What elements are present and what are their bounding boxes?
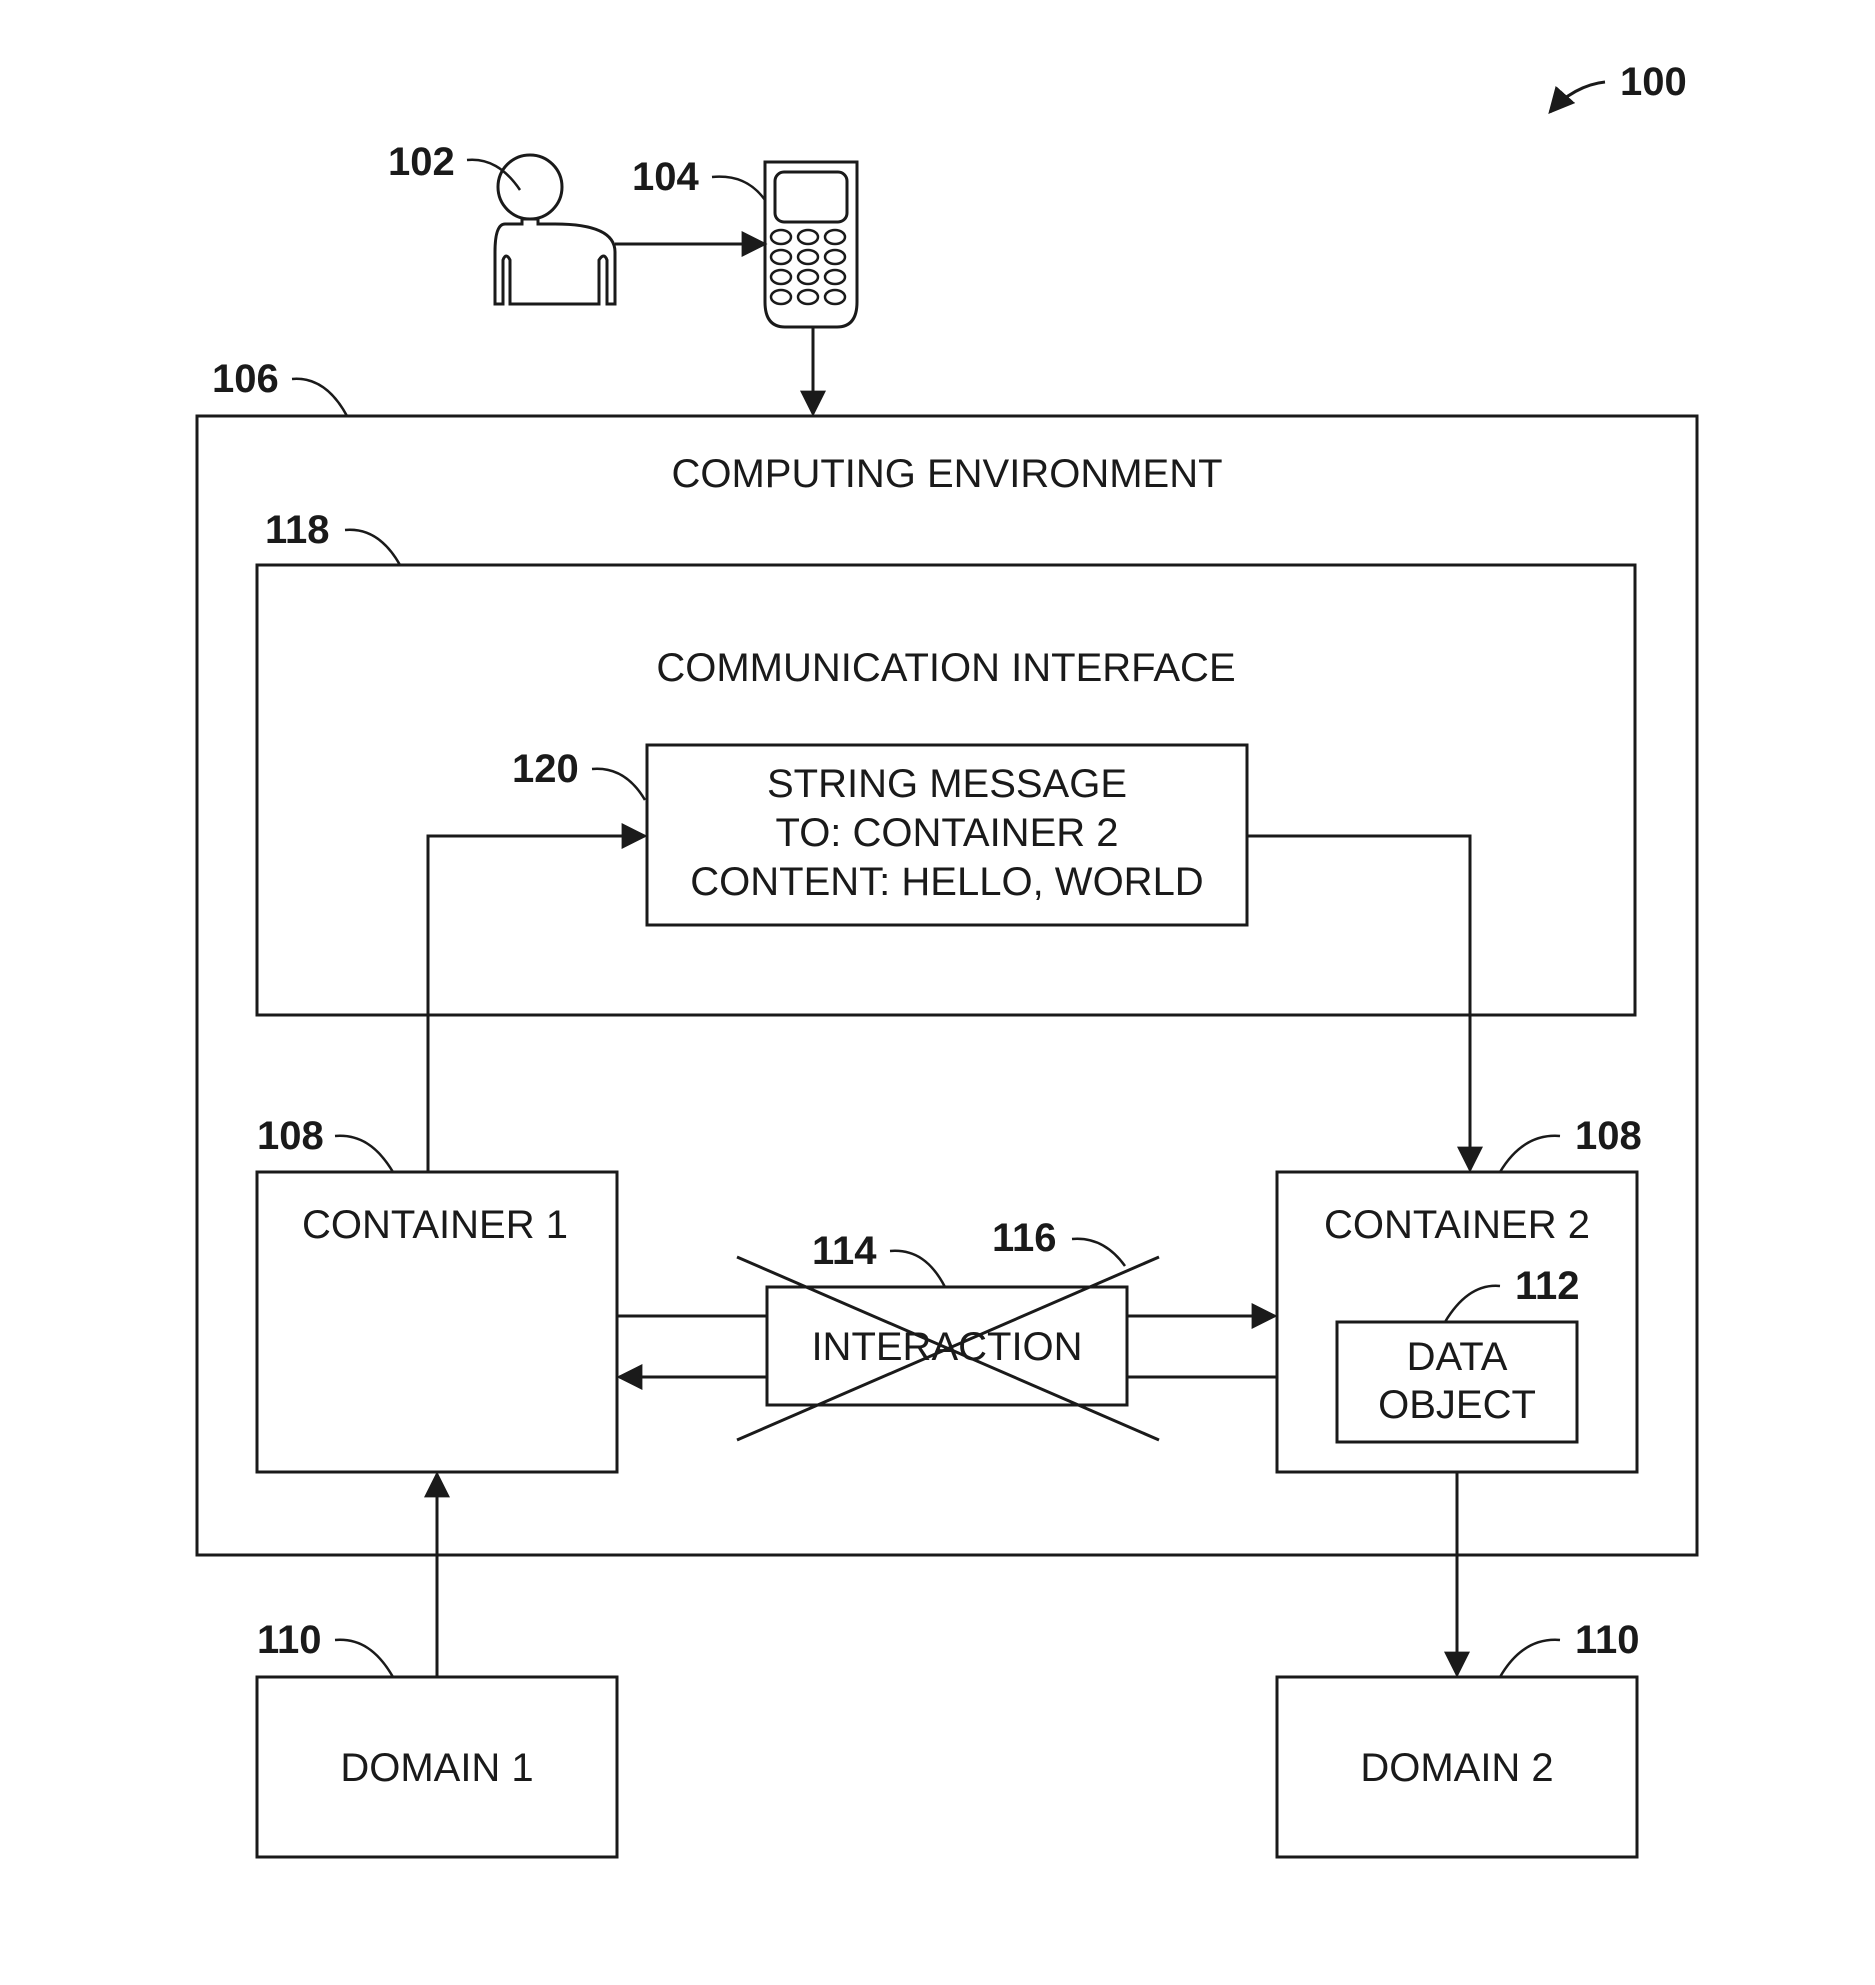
ref-110-right: 110 [1575, 1618, 1640, 1662]
data-object-line-2: OBJECT [1378, 1383, 1536, 1427]
computing-environment-label: COMPUTING ENVIRONMENT [671, 452, 1222, 496]
leader-110-left [335, 1640, 393, 1677]
leader-110-right [1500, 1640, 1560, 1677]
ref-100: 100 [1620, 60, 1687, 104]
container-2-label: CONTAINER 2 [1324, 1203, 1590, 1247]
ref-120: 120 [512, 747, 579, 791]
message-line-2: TO: CONTAINER 2 [775, 811, 1118, 855]
container-1-label: CONTAINER 1 [302, 1203, 568, 1247]
domain-1-label: DOMAIN 1 [340, 1746, 533, 1790]
leader-104 [712, 177, 765, 200]
leader-106 [292, 379, 347, 416]
communication-interface-label: COMMUNICATION INTERFACE [656, 646, 1235, 690]
leader-102 [467, 160, 520, 190]
ref-108-right: 108 [1575, 1114, 1642, 1158]
figure-reference: 100 [1550, 60, 1687, 112]
ref-104: 104 [632, 155, 699, 199]
message-line-1: STRING MESSAGE [767, 762, 1127, 806]
ref-118: 118 [265, 508, 330, 552]
ref-112: 112 [1515, 1264, 1580, 1308]
ref-106: 106 [212, 357, 279, 401]
mobile-phone-icon [765, 162, 857, 327]
ref-108-left: 108 [257, 1114, 324, 1158]
data-object-line-1: DATA [1407, 1335, 1508, 1379]
ref-116: 116 [992, 1216, 1057, 1260]
domain-2-label: DOMAIN 2 [1360, 1746, 1553, 1790]
message-line-3: CONTENT: HELLO, WORLD [690, 860, 1203, 904]
user-icon [495, 155, 615, 304]
ref-102: 102 [388, 140, 455, 184]
ref-114: 114 [812, 1229, 877, 1273]
ref-110-left: 110 [257, 1618, 322, 1662]
